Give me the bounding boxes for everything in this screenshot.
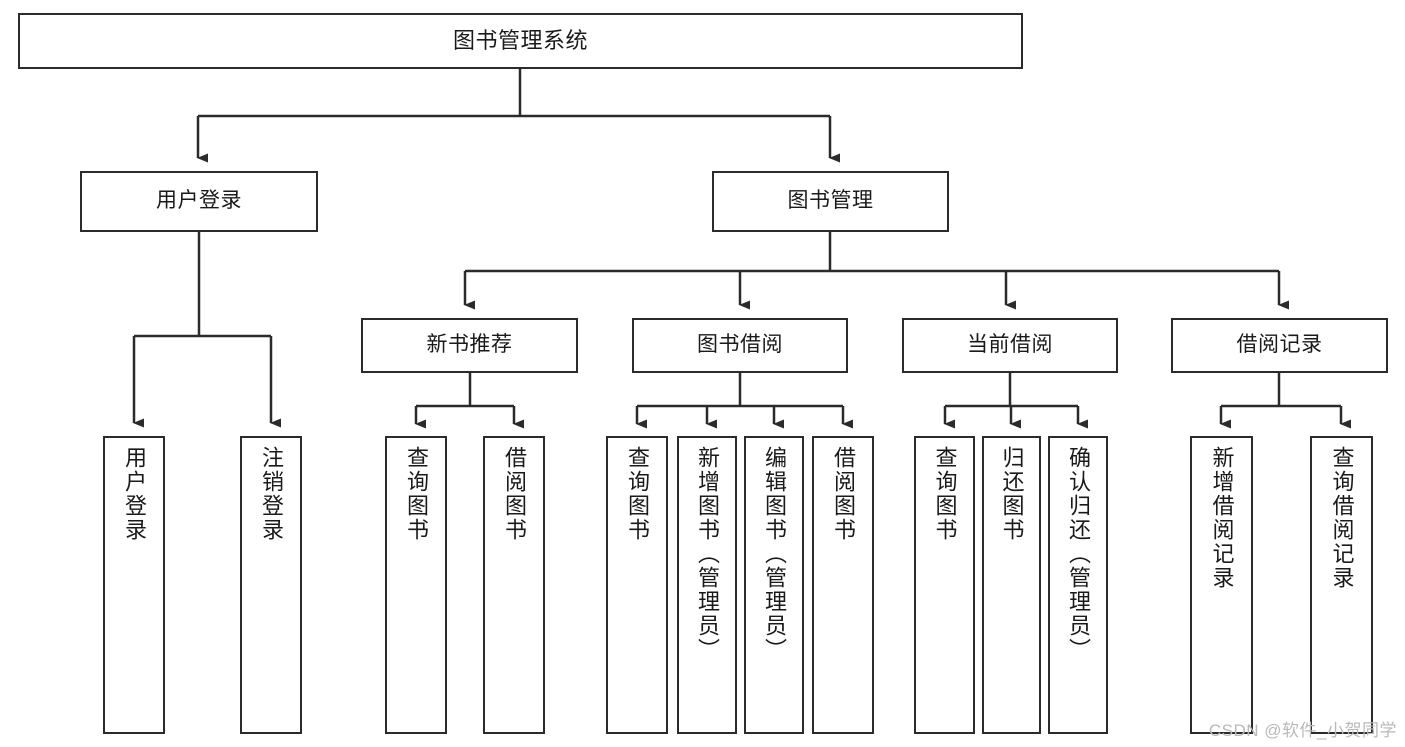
node-leaf-add-record[interactable]: 新增借阅记录	[1190, 436, 1253, 734]
node-leaf-user-login[interactable]: 用户登录	[103, 436, 165, 734]
node-leaf-borrow-book-2[interactable]: 借阅图书	[812, 436, 874, 734]
node-leaf-logout[interactable]: 注销登录	[240, 436, 302, 734]
node-leaf-logout-label: 注销登录	[258, 446, 284, 542]
node-leaf-return-book[interactable]: 归还图书	[982, 436, 1041, 734]
node-leaf-borrow-book-1-label: 借阅图书	[501, 446, 527, 542]
node-leaf-query-record[interactable]: 查询借阅记录	[1310, 436, 1373, 734]
node-leaf-query-book-2-label: 查询图书	[624, 446, 650, 542]
node-book-borrow-label: 图书借阅	[697, 333, 783, 357]
node-leaf-borrow-book-1[interactable]: 借阅图书	[483, 436, 545, 734]
node-borrow-record[interactable]: 借阅记录	[1171, 318, 1388, 373]
node-leaf-query-book-3-label: 查询图书	[932, 446, 958, 542]
node-book-manage-label: 图书管理	[787, 189, 874, 213]
node-leaf-query-book-2[interactable]: 查询图书	[606, 436, 668, 734]
watermark: CSDN @软件_小贺同学	[1208, 721, 1397, 740]
node-leaf-add-record-label: 新增借阅记录	[1209, 446, 1235, 590]
node-leaf-edit-book-label: 编辑图书（管理员）	[761, 446, 787, 662]
node-borrow-record-label: 借阅记录	[1236, 333, 1323, 357]
node-leaf-add-book-label: 新增图书（管理员）	[694, 446, 720, 662]
node-leaf-borrow-book-2-label: 借阅图书	[830, 446, 856, 542]
node-leaf-query-book-3[interactable]: 查询图书	[914, 436, 975, 734]
node-user-login-label: 用户登录	[156, 189, 242, 213]
node-root-label: 图书管理系统	[452, 28, 588, 54]
node-root[interactable]: 图书管理系统	[18, 13, 1023, 69]
node-leaf-return-book-label: 归还图书	[999, 446, 1025, 542]
node-leaf-edit-book[interactable]: 编辑图书（管理员）	[744, 436, 804, 734]
node-book-borrow[interactable]: 图书借阅	[632, 318, 848, 373]
node-current-borrow[interactable]: 当前借阅	[902, 318, 1118, 373]
node-new-book-recommend-label: 新书推荐	[426, 333, 513, 357]
node-leaf-user-login-label: 用户登录	[121, 446, 147, 542]
node-leaf-confirm-return-label: 确认归还（管理员）	[1065, 446, 1091, 662]
node-leaf-query-book-1[interactable]: 查询图书	[385, 436, 447, 734]
node-user-login[interactable]: 用户登录	[80, 171, 318, 232]
node-leaf-confirm-return[interactable]: 确认归还（管理员）	[1048, 436, 1108, 734]
node-leaf-query-record-label: 查询借阅记录	[1329, 446, 1355, 590]
node-leaf-query-book-1-label: 查询图书	[403, 446, 429, 542]
node-current-borrow-label: 当前借阅	[967, 333, 1053, 357]
node-leaf-add-book[interactable]: 新增图书（管理员）	[677, 436, 737, 734]
node-new-book-recommend[interactable]: 新书推荐	[361, 318, 578, 373]
node-book-manage[interactable]: 图书管理	[712, 171, 949, 232]
